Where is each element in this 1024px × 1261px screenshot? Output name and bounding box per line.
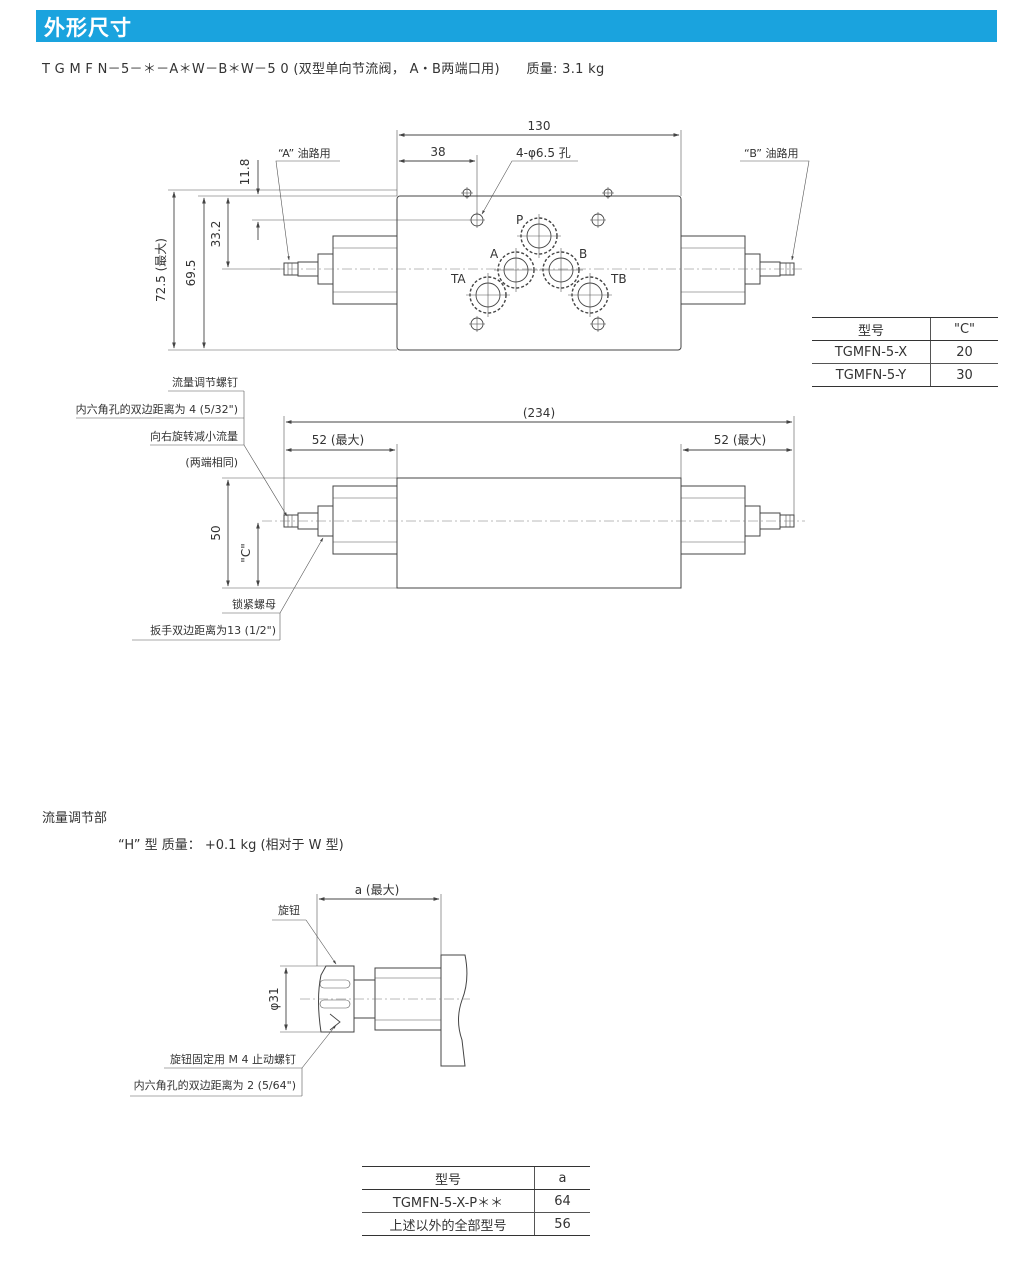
bolt-holes <box>461 187 614 332</box>
table-a-header-model: 型号 <box>362 1166 535 1190</box>
dim-c: "C" <box>239 543 253 562</box>
note-both-ends: (两端相同) <box>185 456 238 469</box>
port-a <box>494 248 538 292</box>
table-a-value: 56 <box>534 1212 590 1236</box>
note-hex-socket: 内六角孔的双边距离为 4 (5/32") <box>76 402 238 416</box>
dim-130: 130 <box>528 119 551 133</box>
table-c-value: 20 <box>930 340 998 364</box>
dim-234: (234) <box>523 406 555 420</box>
port-p <box>517 214 561 258</box>
table-a-model: 上述以外的全部型号 <box>362 1212 535 1236</box>
dim-11-8: 11.8 <box>238 159 252 186</box>
dim-72-5: 72.5 (最大) <box>154 238 168 302</box>
table-row: TGMFN-5-X 20 <box>812 340 998 364</box>
table-row: 上述以外的全部型号 56 <box>362 1212 590 1236</box>
title-bar: 外形尺寸 <box>36 10 997 42</box>
note-locknut: 锁紧螺母 <box>232 597 276 611</box>
dim-52-right: 52 (最大) <box>714 433 766 447</box>
port-p-label: P <box>516 213 523 227</box>
port-tb <box>568 273 612 317</box>
port-ta-label: TA <box>450 272 466 286</box>
table-row: TGMFN-5-Y 30 <box>812 363 998 387</box>
dim-33-2: 33.2 <box>209 221 223 248</box>
port-ta <box>466 273 510 317</box>
table-c-header-c: "C" <box>930 317 998 341</box>
note-setscrew: 旋钮固定用 M 4 止动螺钉 <box>170 1052 296 1066</box>
valve-body-front <box>396 477 682 589</box>
table-c-header-model: 型号 <box>812 317 931 341</box>
table-a-value: 64 <box>534 1189 590 1213</box>
note-knob: 旋钮 <box>278 903 300 917</box>
section-flow-adjust: 流量调节部 <box>42 811 108 826</box>
port-b-label: B <box>579 247 587 261</box>
note-wrench: 扳手双边距离为13 (1/2") <box>150 623 276 637</box>
dim-50: 50 <box>209 525 223 540</box>
callout-b-port: “B” 油路用 <box>744 146 799 160</box>
port-a-label: A <box>490 247 499 261</box>
table-row: TGMFN-5-X-P＊＊ 64 <box>362 1189 590 1213</box>
h-type-mass: “H” 型 质量： +0.1 kg (相对于 W 型) <box>118 838 344 853</box>
knob-view: a (最大) φ31 旋钮 旋钮固定用 M 4 止动螺钉 内六角孔的双边距离为 … <box>130 883 470 1097</box>
table-c-model: TGMFN-5-X <box>812 340 931 364</box>
dim-holes: 4-φ6.5 孔 <box>516 146 571 160</box>
table-a: 型号 a TGMFN-5-X-P＊＊ 64 上述以外的全部型号 56 <box>362 1166 590 1236</box>
table-c: 型号 "C" TGMFN-5-X 20 TGMFN-5-Y 30 <box>812 317 998 387</box>
table-c-value: 30 <box>930 363 998 387</box>
dim-69-5: 69.5 <box>184 260 198 287</box>
callout-a-port: “A” 油路用 <box>278 146 331 160</box>
dim-38: 38 <box>430 145 445 159</box>
table-a-header-a: a <box>534 1166 590 1190</box>
model-description: T G M F N－5－＊－A＊W－B＊W－5 0 (双型单向节流阀， A・B两… <box>42 62 605 77</box>
right-cylinder <box>680 235 746 305</box>
dim-a-max: a (最大) <box>355 883 400 897</box>
note-hex2: 内六角孔的双边距离为 2 (5/64") <box>134 1078 296 1092</box>
dim-52-left: 52 (最大) <box>312 433 364 447</box>
page-title: 外形尺寸 <box>44 16 132 40</box>
port-tb-label: TB <box>610 272 627 286</box>
front-view: (234) 52 (最大) 52 (最大) 50 "C" 流量调节螺钉 内六角孔… <box>76 375 805 641</box>
left-cylinder <box>332 235 398 305</box>
table-a-model: TGMFN-5-X-P＊＊ <box>362 1189 535 1213</box>
top-view: P A B TA TB 130 38 4-φ6.5 孔 72.5 (最大) 69… <box>154 119 810 351</box>
table-c-model: TGMFN-5-Y <box>812 363 931 387</box>
note-rotate-right: 向右旋转减小流量 <box>150 429 238 443</box>
note-flow-screw: 流量调节螺钉 <box>172 375 238 389</box>
port-b <box>539 248 583 292</box>
dim-dia-31: φ31 <box>267 987 281 1010</box>
